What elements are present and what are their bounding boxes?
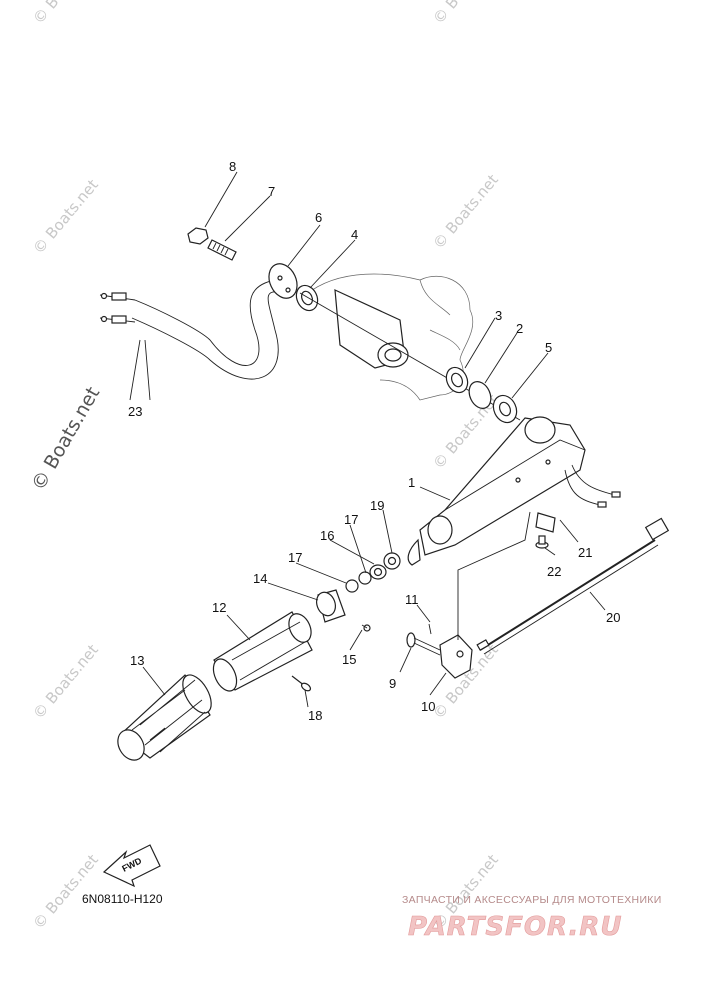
callout-16: 16 (320, 528, 334, 543)
watermark: © Boats.net (29, 0, 102, 28)
throttle-cables-23 (99, 279, 281, 380)
watermark: © Boats.net (429, 171, 502, 253)
callout-11: 11 (405, 592, 419, 607)
collar-14 (315, 589, 346, 623)
washer-17-lower (345, 579, 359, 593)
callout-23: 23 (128, 404, 142, 419)
callout-22: 22 (547, 564, 561, 579)
grip-13 (117, 674, 212, 761)
callout-10: 10 (421, 699, 435, 714)
washer-3 (445, 366, 469, 394)
bushing-5 (492, 394, 518, 424)
callout-14: 14 (253, 571, 267, 586)
screw-22 (535, 535, 549, 549)
callout-labels: 8 7 6 4 3 2 5 23 1 19 17 16 17 14 12 11 … (128, 159, 620, 723)
bolt-9 (406, 632, 441, 656)
callout-leaders (129, 171, 606, 708)
watermark: © Boats.net (429, 0, 502, 28)
callout-6: 6 (315, 210, 322, 225)
callout-2: 2 (516, 321, 523, 336)
washer-4 (295, 284, 319, 312)
fwd-arrow: FWD (102, 844, 161, 888)
shop-logo: PARTSFOR.RU (408, 912, 622, 942)
callout-7: 7 (268, 184, 275, 199)
watermark: © Boats.net (29, 176, 102, 258)
callout-4: 4 (351, 227, 358, 242)
spring-16 (369, 564, 387, 580)
callout-13: 13 (130, 653, 144, 668)
diagram-code: 6N08110-H120 (82, 892, 163, 906)
bracket-housing (334, 289, 409, 369)
nut-8 (187, 227, 209, 245)
callout-18: 18 (308, 708, 322, 723)
callout-19: 19 (370, 498, 384, 513)
washer-17-upper (358, 571, 372, 585)
assembly-guide-lines (457, 511, 531, 640)
callout-3: 3 (495, 308, 502, 323)
collar-19 (383, 552, 401, 570)
engine-outline (299, 273, 474, 401)
pin-11 (428, 623, 432, 635)
callout-1: 1 (408, 475, 415, 490)
plate-2 (468, 381, 492, 409)
throttle-link-10 (439, 634, 473, 679)
plate-6 (268, 263, 298, 299)
watermark-layer: © Boats.net © Boats.net © Boats.net © Bo… (27, 0, 502, 933)
callout-21: 21 (578, 545, 592, 560)
throttle-cable-20 (476, 517, 670, 655)
stop-switch-leads (564, 464, 621, 508)
callout-8: 8 (229, 159, 236, 174)
steering-handle-1 (407, 416, 586, 566)
stud-bolt-7 (207, 239, 237, 261)
plate-21 (535, 512, 556, 533)
watermark: © Boats.net (29, 641, 102, 723)
watermark-side: © Boats.net (27, 383, 104, 494)
callout-12: 12 (212, 600, 226, 615)
callout-5: 5 (545, 340, 552, 355)
callout-9: 9 (389, 676, 396, 691)
shop-tagline: ЗАПЧАСТИ И АКСЕССУАРЫ ДЛЯ МОТОТЕХНИКИ (402, 894, 662, 906)
screw-15 (361, 624, 371, 632)
callout-15: 15 (342, 652, 356, 667)
callout-20: 20 (606, 610, 620, 625)
screw-18 (291, 675, 312, 692)
callout-17-upper: 17 (344, 512, 358, 527)
callout-17-lower: 17 (288, 550, 302, 565)
throttle-shaft-12 (212, 611, 313, 692)
